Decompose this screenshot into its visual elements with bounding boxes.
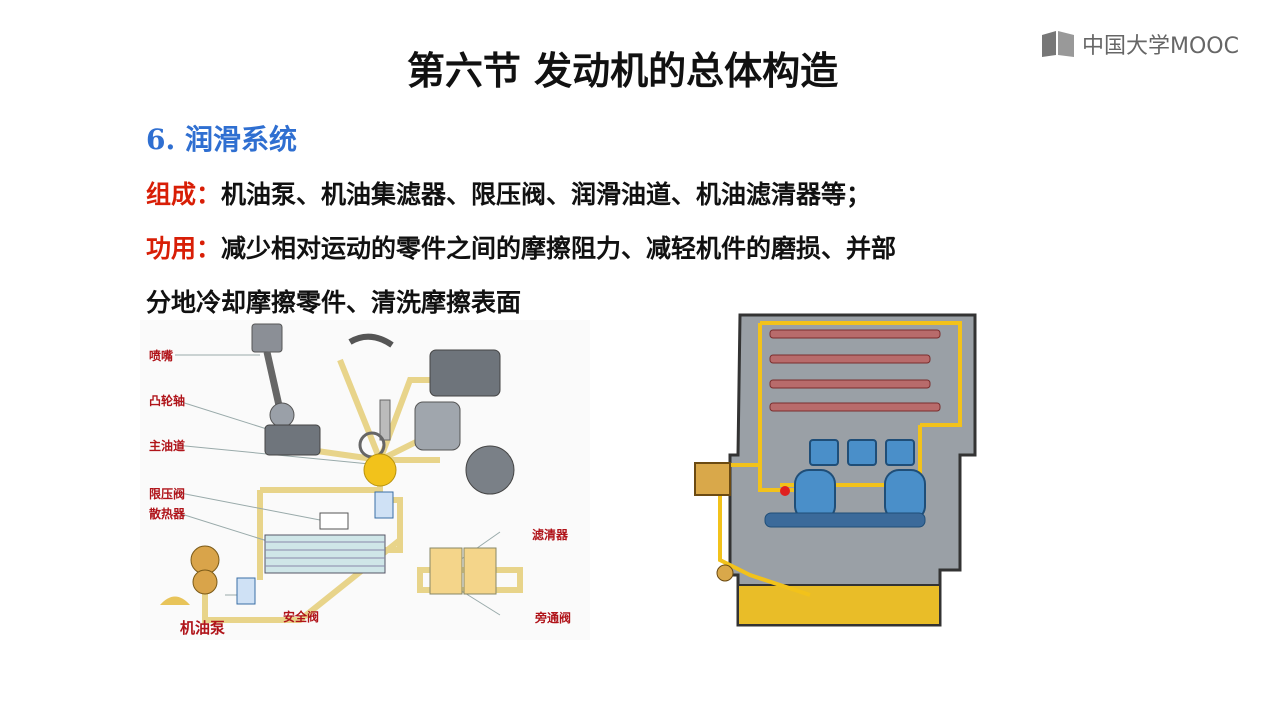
relief-valve <box>374 491 394 519</box>
compressor <box>429 349 501 397</box>
oil-pump-gear <box>716 564 734 582</box>
function-line-2: 分地冷却摩擦零件、清洗摩擦表面 <box>146 288 522 317</box>
composition-text: 机油泵、机油集滤器、限压阀、润滑油道、机油滤清器等； <box>221 180 872 209</box>
engine-lubrication-cutaway <box>694 313 977 627</box>
camshaft-rows <box>769 329 941 412</box>
mooc-logo: 中国大学MOOC <box>1040 28 1239 60</box>
label-oil-pump: 机油泵 <box>180 619 226 637</box>
crankshaft <box>764 512 926 528</box>
cylinder-block <box>414 401 461 451</box>
filter-1 <box>429 547 463 595</box>
function-text: 减少相对运动的零件之间的摩擦阻力、减轻机件的磨损、并部 <box>221 234 897 263</box>
label-main-gallery: 主油道 <box>149 439 186 453</box>
oil-strainer <box>160 596 190 605</box>
label-camshaft: 凸轮轴 <box>149 394 186 408</box>
book-icon <box>1042 31 1074 57</box>
turbocharger <box>465 445 515 495</box>
label-radiator: 散热器 <box>149 507 186 521</box>
filter-2 <box>463 547 497 595</box>
label-relief-valve: 限压阀 <box>149 487 186 501</box>
oil-flow-indicator <box>780 486 790 496</box>
label-bypass-valve: 旁通阀 <box>535 611 572 625</box>
relief-valve-spring <box>319 512 349 530</box>
function-line: 功用：减少相对运动的零件之间的摩擦阻力、减轻机件的磨损、并部 <box>146 229 896 265</box>
composition-label: 组成： <box>146 180 222 209</box>
safety-valve <box>236 577 256 605</box>
piston-assembly <box>251 323 295 428</box>
page-title: 第六节 发动机的总体构造 <box>406 48 839 93</box>
label-filter: 滤清器 <box>532 528 569 542</box>
oil-pump-gear-2 <box>192 569 218 595</box>
radiator <box>264 534 386 574</box>
lubrication-schematic <box>140 320 590 640</box>
logo-text: 中国大学MOOC <box>1082 34 1239 59</box>
oil-filter-housing <box>694 462 731 496</box>
oil-sump <box>737 584 941 626</box>
label-nozzle: 喷嘴 <box>149 349 174 363</box>
main-gallery-hub <box>363 453 397 487</box>
pistons <box>794 439 926 521</box>
function-label: 功用： <box>146 234 222 263</box>
camshaft <box>264 424 321 456</box>
composition-line: 组成：机油泵、机油集滤器、限压阀、润滑油道、机油滤清器等； <box>146 175 871 211</box>
label-safety-valve: 安全阀 <box>283 610 320 624</box>
section-heading: 6. 润滑系统 <box>146 123 297 156</box>
